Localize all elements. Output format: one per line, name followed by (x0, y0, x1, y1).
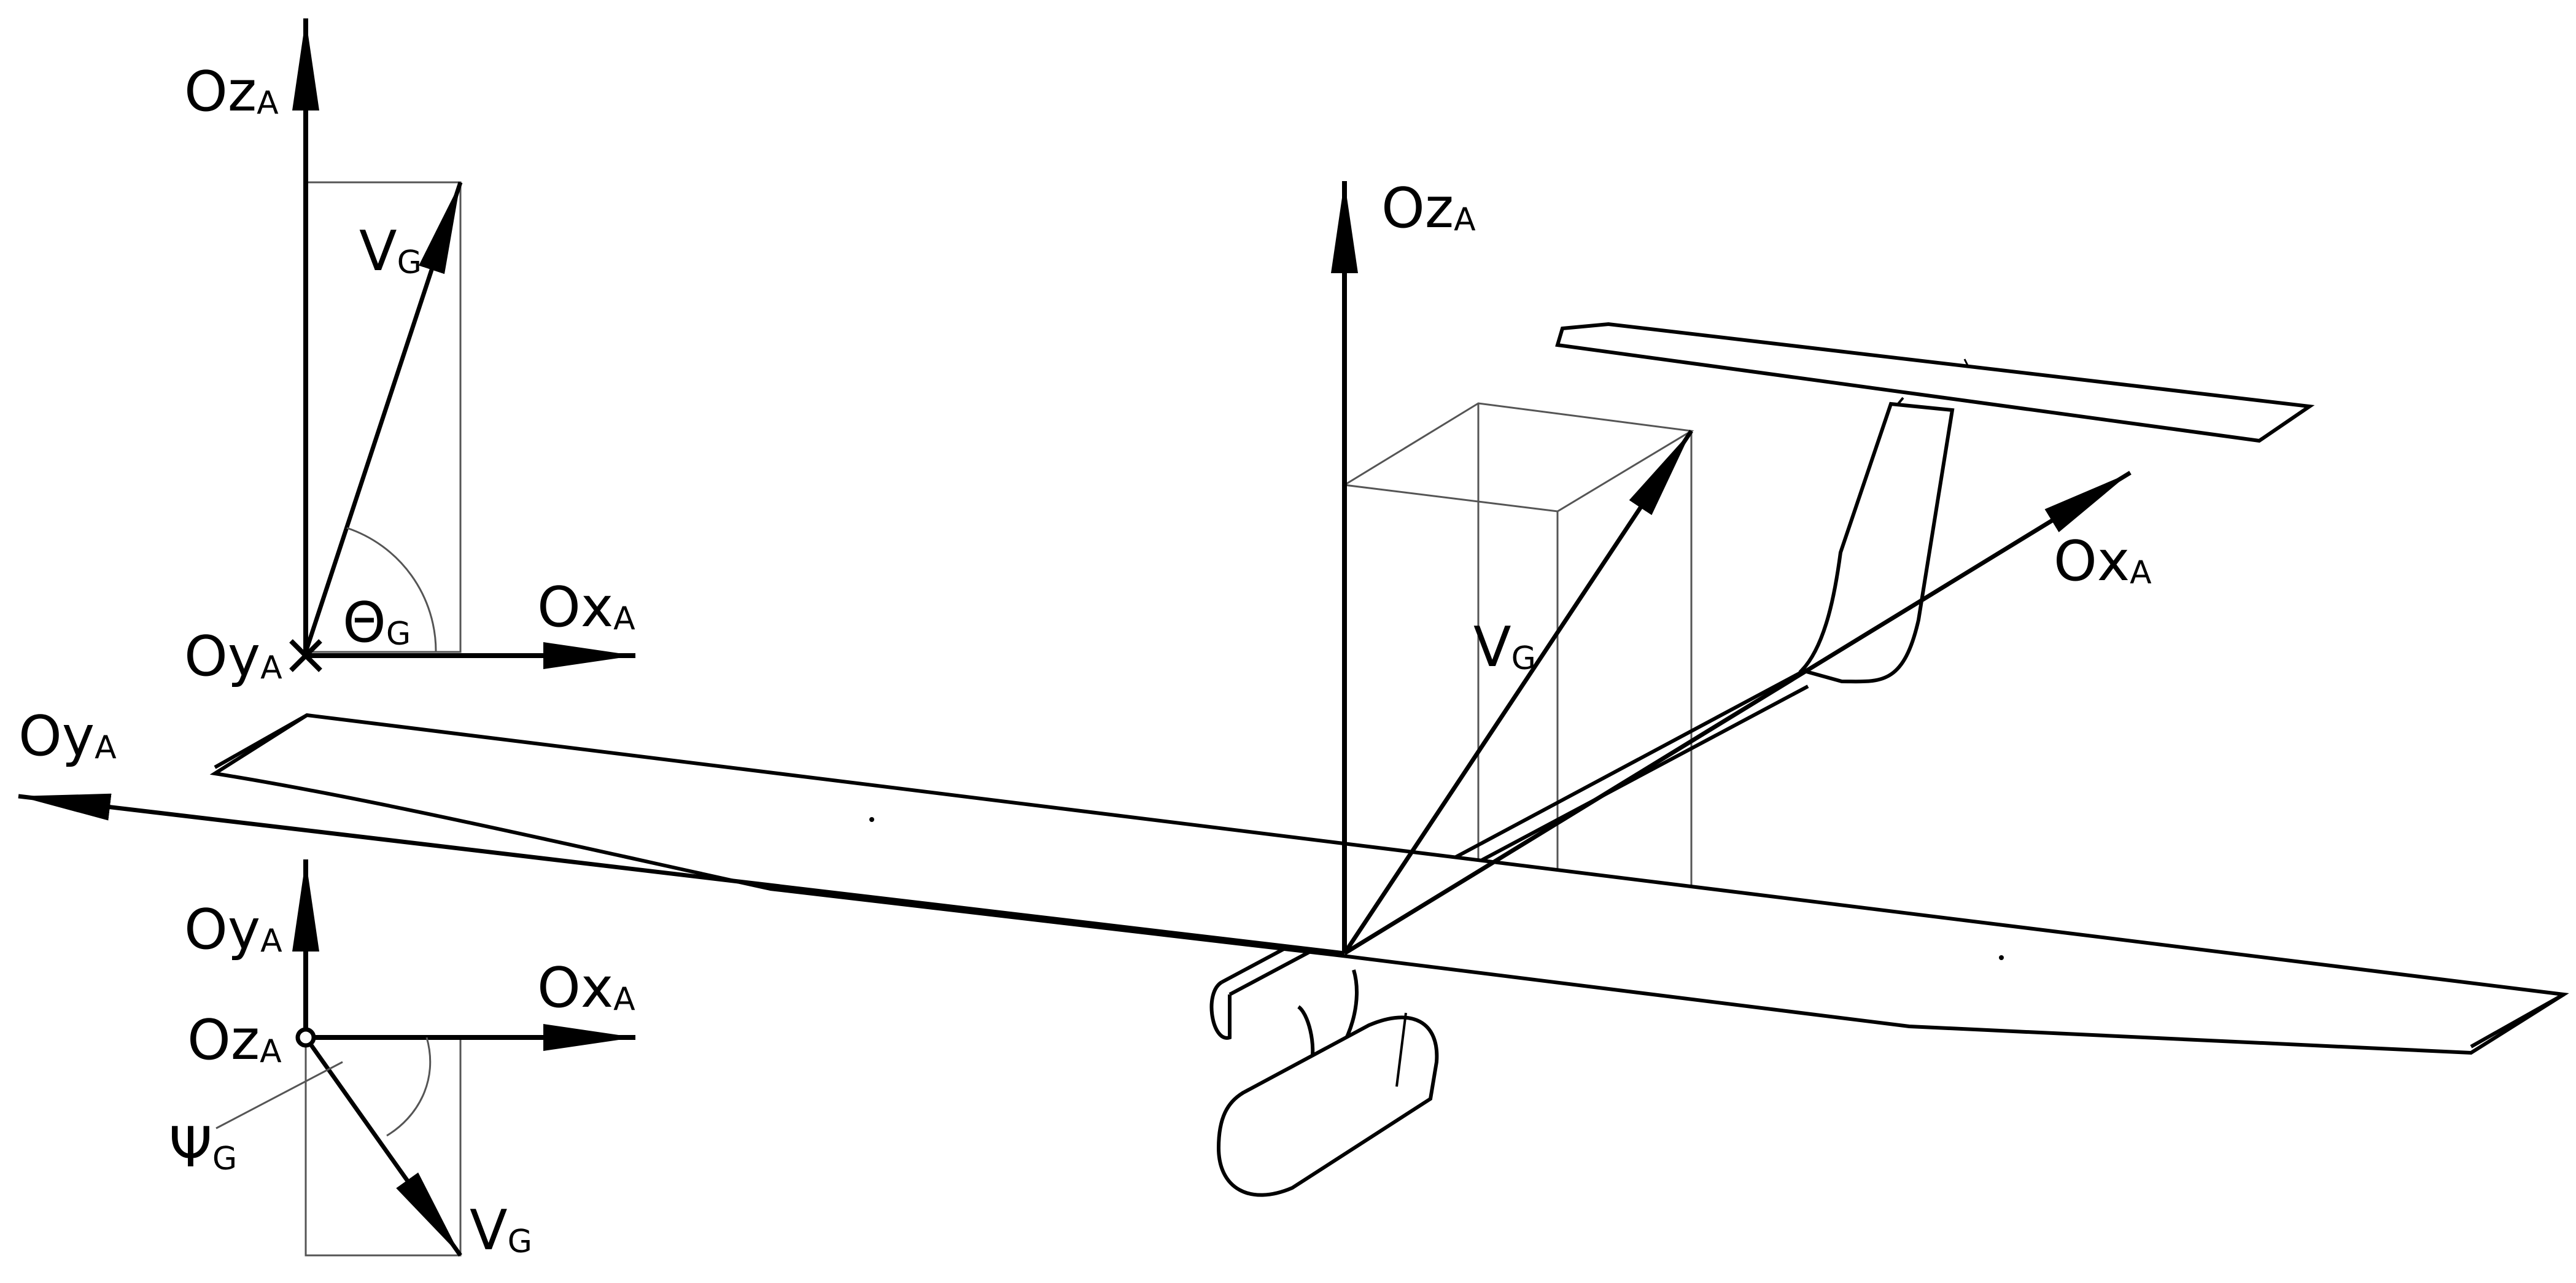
label-ox-plan: OxA (537, 956, 635, 1020)
oy-cross-marker (289, 639, 322, 672)
label-oz-plan: OzA (187, 1008, 282, 1072)
iso-ox-axis (1343, 471, 2132, 955)
wing-tip-right-edge (2470, 993, 2565, 1048)
label-theta: ΘG (343, 591, 411, 655)
fin-inner-edge (1896, 397, 1904, 406)
oz-dot-marker (295, 1027, 316, 1048)
isometric-aircraft-diagram: OzA OxA OyA VG (18, 176, 2569, 1197)
label-oy-plan: OyA (184, 897, 282, 962)
horizontal-stabilizer (1555, 322, 2315, 443)
label-oz-top: OzA (184, 60, 279, 124)
pod-seam (1395, 1012, 1407, 1087)
label-iso-vg: VG (1473, 615, 1536, 680)
label-oy-top: OyA (184, 624, 282, 689)
label-vg-top: VG (359, 219, 422, 284)
label-ox-top: OxA (537, 575, 635, 640)
wing-mark-right (1999, 955, 2004, 960)
vertical-plane-diagram: OzA VG ΘG OxA OyA (184, 18, 635, 689)
psi-arc (386, 1037, 432, 1137)
vg-vector (303, 181, 463, 653)
label-iso-ox: OxA (2054, 529, 2152, 594)
label-iso-oz: OzA (1381, 176, 1476, 241)
iso-oy-axis (18, 793, 1345, 956)
label-iso-oy: OyA (18, 704, 117, 769)
stabilizer-hinge-line (1963, 359, 1969, 366)
theta-arc (346, 527, 437, 653)
wing-tip-left-edge (214, 713, 308, 769)
vertical-tail-fin (1798, 401, 1955, 684)
label-vg-plan: VG (470, 1198, 532, 1263)
iso-vg-vector (1343, 430, 1693, 955)
psi-leader-line (215, 1061, 343, 1130)
engine-pod (1216, 1015, 1439, 1197)
label-psi: ΨG (169, 1115, 237, 1180)
vg-vector-plan (304, 1036, 462, 1257)
wing-mark-left (869, 817, 874, 822)
horizontal-plane-diagram: OyA OxA OzA ΨG VG (169, 859, 635, 1263)
